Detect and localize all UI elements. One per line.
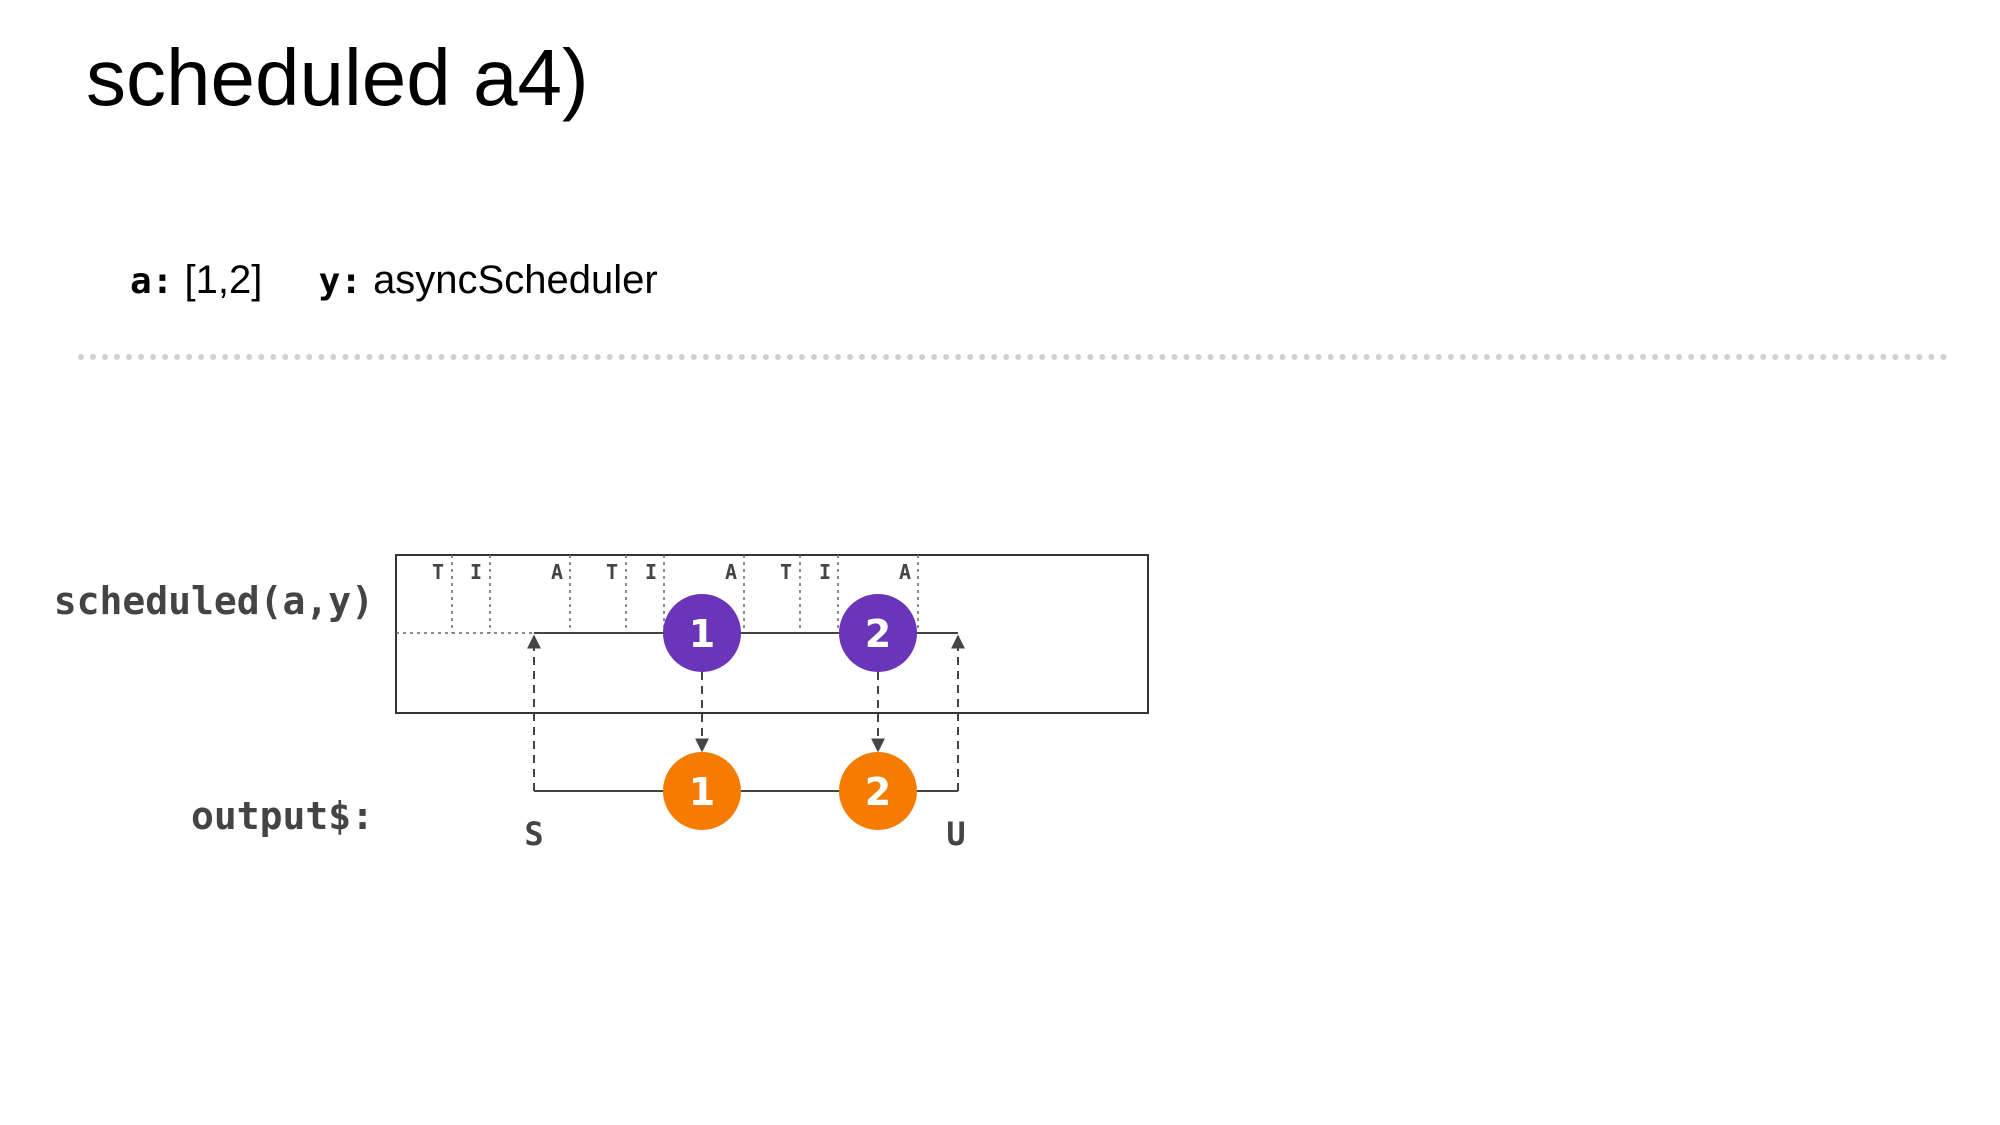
output-label: output$: bbox=[191, 794, 374, 838]
unsubscribe-label: U bbox=[946, 815, 965, 853]
scheduled-marble-2: 2 bbox=[839, 594, 917, 672]
task-marker: A bbox=[725, 560, 737, 584]
scheduled-marble-1: 1 bbox=[663, 594, 741, 672]
operator-label: scheduled(a,y) bbox=[54, 579, 374, 623]
subscribe-label: S bbox=[524, 815, 543, 853]
task-marker: I bbox=[470, 560, 482, 584]
dotted-separator bbox=[78, 354, 1948, 360]
task-marker: A bbox=[899, 560, 911, 584]
svg-text:2: 2 bbox=[865, 770, 891, 814]
operator-box bbox=[395, 554, 1149, 714]
task-marker: T bbox=[780, 560, 792, 584]
svg-text:1: 1 bbox=[689, 612, 715, 656]
svg-text:2: 2 bbox=[865, 612, 891, 656]
param-a-value: [1,2] bbox=[184, 258, 263, 302]
scheduler-task-2: T I A bbox=[570, 555, 745, 634]
task-marker: T bbox=[432, 560, 444, 584]
param-y-value: asyncScheduler bbox=[373, 258, 658, 302]
output-marble-1: 1 bbox=[663, 752, 741, 830]
task-marker: I bbox=[645, 560, 657, 584]
param-y-name: y: bbox=[318, 261, 362, 302]
svg-text:1: 1 bbox=[689, 770, 715, 814]
task-marker: I bbox=[819, 560, 831, 584]
output-marble-2: 2 bbox=[839, 752, 917, 830]
param-a-name: a: bbox=[130, 261, 174, 302]
page-title: scheduled a4) bbox=[86, 33, 589, 122]
parameters-line: a: [1,2] y: asyncScheduler bbox=[130, 258, 658, 303]
scheduler-task-1: T I A bbox=[396, 555, 571, 634]
task-marker: T bbox=[606, 560, 618, 584]
task-marker: A bbox=[551, 560, 563, 584]
